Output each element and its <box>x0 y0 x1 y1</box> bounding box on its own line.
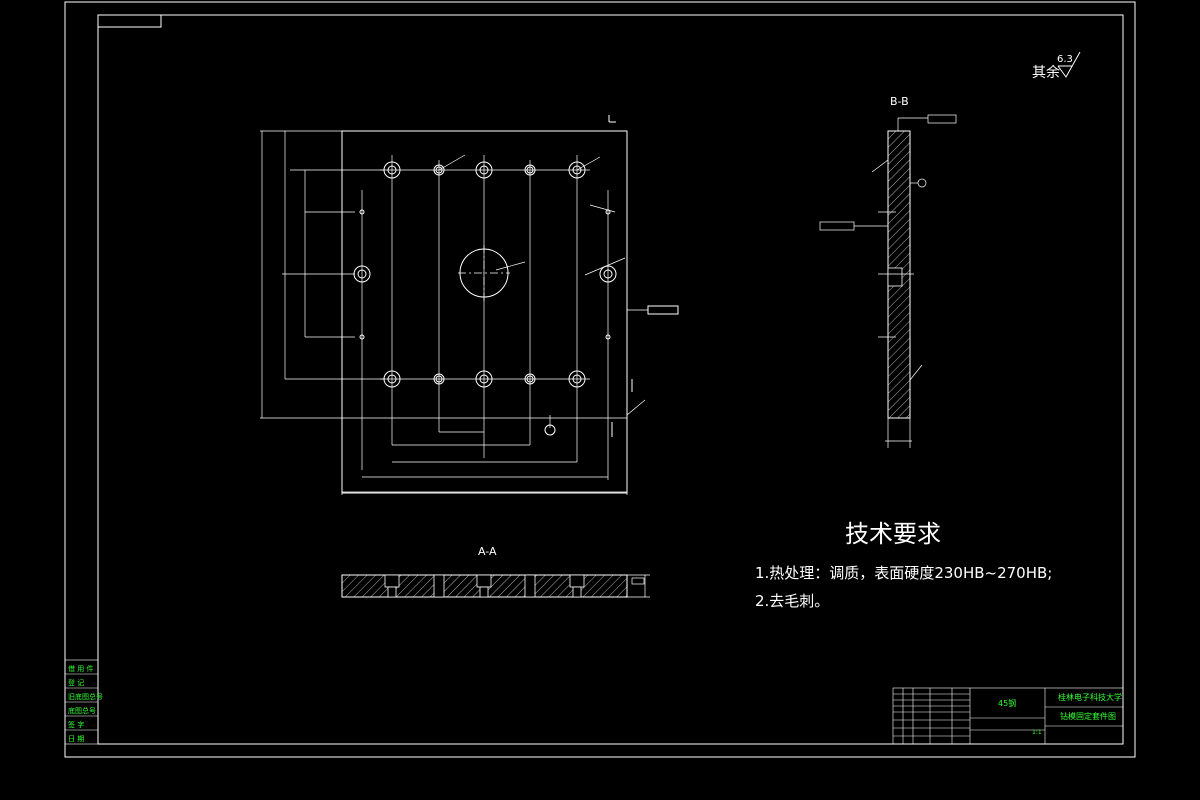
roughness-symbol: 其余 6.3 <box>1032 51 1081 81</box>
left-record-block: 借 用 件 登 记 旧底图总号 底图总号 签 字 日 期 <box>64 659 103 745</box>
tech-requirement-2: 2.去毛刺。 <box>755 592 829 610</box>
left-block-row-3: 旧底图总号 <box>68 692 103 701</box>
inner-border <box>97 14 1124 745</box>
outer-border <box>64 1 1136 758</box>
corner-label-box <box>97 14 162 28</box>
title-block: 45钢 桂林电子科技大学 钻模固定套件图 1:1 <box>892 687 1124 745</box>
section-bb-view: B-B <box>819 95 957 448</box>
plate-outline <box>341 130 628 494</box>
section-aa-label: A-A <box>478 545 497 558</box>
roughness-value: 6.3 <box>1057 54 1073 65</box>
section-bb-label: B-B <box>890 95 909 108</box>
left-block-row-1: 借 用 件 <box>68 664 93 673</box>
title-block-scale: 1:1 <box>1032 729 1042 736</box>
title-block-school: 桂林电子科技大学 <box>1058 692 1122 702</box>
left-block-row-2: 登 记 <box>68 678 84 687</box>
tech-requirements: 技术要求 1.热处理：调质，表面硬度230HB~270HB; 2.去毛刺。 <box>755 520 1052 610</box>
title-block-material: 45钢 <box>998 698 1016 708</box>
left-block-row-6: 日 期 <box>68 735 84 743</box>
title-block-drawing-name: 钻模固定套件图 <box>1060 711 1116 721</box>
section-aa-view: A-A <box>341 545 650 598</box>
tech-requirement-1: 1.热处理：调质，表面硬度230HB~270HB; <box>755 564 1052 582</box>
tech-requirements-title: 技术要求 <box>845 520 941 548</box>
main-plate-view <box>260 115 679 495</box>
left-block-row-4: 底图总号 <box>68 706 96 715</box>
left-block-row-5: 签 字 <box>68 720 84 729</box>
roughness-label: 其余 <box>1032 64 1060 81</box>
